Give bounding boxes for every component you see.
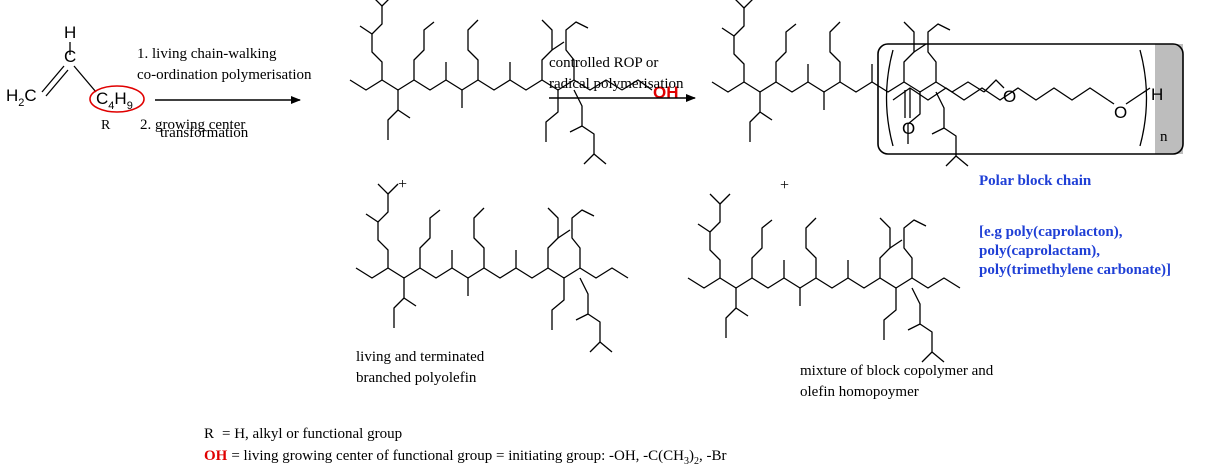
monomer-r: R: [101, 118, 111, 133]
terminated-polyolefin: [355, 183, 629, 353]
step1-line2: co-ordination polymerisation: [137, 67, 312, 83]
block-copolymer-structure: [711, 0, 985, 167]
legend-r-line: R= H, alkyl or functional group: [204, 426, 402, 442]
olefin-homopolymer: [687, 193, 961, 363]
close-bracket: [1139, 49, 1148, 147]
step1-line3a: 2. growing center: [140, 117, 245, 133]
living-label-2: branched polyolefin: [356, 370, 477, 386]
monomer-structure: H C H2C C4H9 R: [6, 23, 145, 133]
monomer-c: C: [64, 47, 76, 66]
step1-line3b: transformation: [160, 125, 249, 141]
box-shade: [1155, 44, 1183, 154]
box-outline: [877, 43, 1184, 155]
step1-line1: 1. living chain-walking: [137, 46, 277, 62]
step2-line1: controlled ROP or: [549, 55, 658, 71]
open-bracket: [885, 49, 894, 147]
monomer-c4h9: C4H9: [96, 89, 133, 112]
living-label-1: living and terminated: [356, 349, 485, 365]
polar-block-box: O O H n: [877, 43, 1184, 155]
polar-block-ex3: poly(trimethylene carbonate)]: [979, 262, 1171, 278]
mixture-label-2: olefin homopoymer: [800, 384, 919, 400]
plus-sign-1: +: [398, 176, 407, 193]
substituent-highlight-ellipse: [89, 85, 145, 113]
step2-line2: radical polymerisation: [549, 76, 684, 92]
repeat-n: n: [1160, 129, 1168, 145]
polar-block-ex2: poly(caprolactam),: [979, 243, 1100, 259]
mixture-label-1: mixture of block copolymer and: [800, 363, 994, 379]
plus-sign-2: +: [780, 177, 789, 194]
repeat-unit-chain: [892, 87, 1109, 101]
monomer-h: H: [64, 23, 76, 42]
monomer-h2: H2C: [6, 86, 37, 109]
polar-block-ex1: [e.g poly(caprolacton),: [979, 224, 1123, 240]
legend-oh-line: OH= living growing center of functional …: [204, 448, 727, 467]
polar-block-title: Polar block chain: [979, 173, 1092, 189]
ether-oxygen: O: [1114, 103, 1127, 122]
carbonyl-oxygen: O: [902, 119, 915, 138]
branched-polyolefin-oh: [349, 0, 653, 165]
end-hydrogen: H: [1151, 85, 1163, 104]
